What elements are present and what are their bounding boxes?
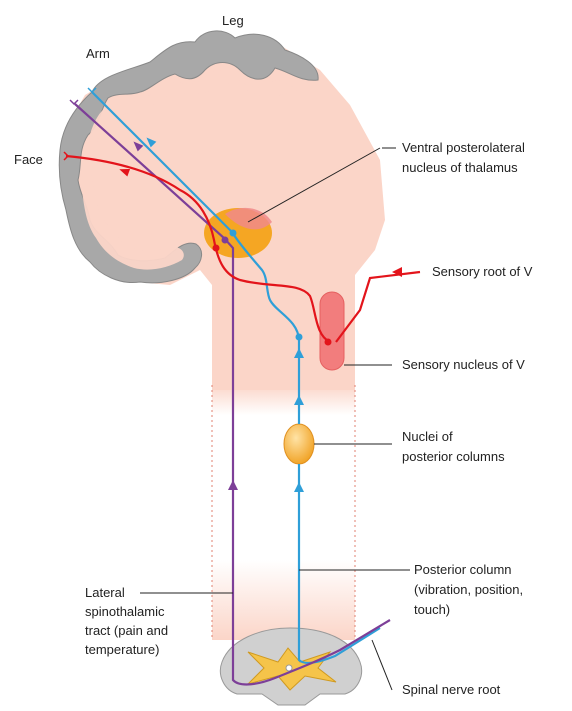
purple-fork-cortex	[70, 100, 78, 104]
label-lateral-3: tract (pain and	[85, 623, 168, 638]
blue-synapse-upper	[296, 334, 303, 341]
spinal-cord-cross-section	[220, 628, 361, 705]
label-vpl-2: nucleus of thalamus	[402, 160, 518, 175]
label-spinal-root: Spinal nerve root	[402, 682, 501, 697]
sensory-nucleus-v	[320, 292, 344, 370]
label-lateral-2: spinothalamic	[85, 604, 165, 619]
posterior-column-nucleus	[284, 424, 314, 464]
label-leg: Leg	[222, 13, 244, 28]
label-arm: Arm	[86, 46, 110, 61]
label-lateral-4: temperature)	[85, 642, 159, 657]
label-face: Face	[14, 152, 43, 167]
label-nuclei-1: Nuclei of	[402, 429, 453, 444]
label-lateral-1: Lateral	[85, 585, 125, 600]
label-sensory-root: Sensory root of V	[432, 264, 533, 279]
purple-arrow-1	[228, 480, 238, 490]
label-posterior-3: touch)	[414, 602, 450, 617]
label-vpl-1: Ventral posterolateral	[402, 140, 525, 155]
label-sensory-nucleus: Sensory nucleus of V	[402, 357, 525, 372]
blue-arrow-3	[294, 482, 304, 492]
purple-synapse	[222, 237, 229, 244]
red-synapse-thalamus	[213, 245, 220, 252]
label-nuclei-2: posterior columns	[402, 449, 505, 464]
blue-synapse-thalamus	[230, 230, 237, 237]
red-synapse-nucleus	[325, 339, 332, 346]
label-posterior-1: Posterior column	[414, 562, 512, 577]
label-posterior-2: (vibration, position,	[414, 582, 523, 597]
